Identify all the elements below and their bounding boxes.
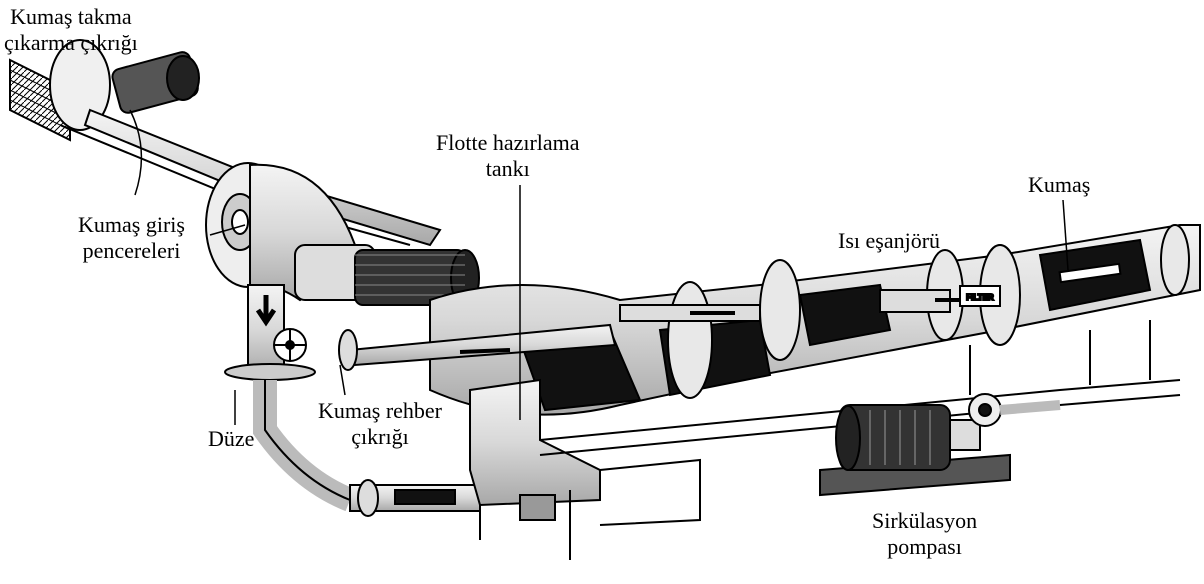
handwheel-valve (273, 328, 307, 362)
label-kumas-giris-line2: pencereleri (82, 238, 181, 263)
label-kumas-rehber-line2: çıkrığı (351, 424, 409, 449)
label-kumas-giris: Kumaş giriş pencereleri (78, 212, 185, 264)
label-kumas-line1: Kumaş (1028, 172, 1091, 197)
label-kumas-rehber-line1: Kumaş rehber (318, 398, 443, 423)
vertical-pipe (224, 284, 355, 512)
label-kumas-takma-line1: Kumaş takma (10, 4, 132, 29)
label-duze: Düze (208, 426, 254, 452)
label-kumas-giris-line1: Kumaş giriş (78, 212, 185, 237)
flotte-tank (469, 378, 601, 560)
label-flotte-tanki-line2: tankı (485, 156, 530, 181)
label-isi-esanjoru-line1: Isı eşanjörü (838, 228, 941, 253)
filter-tag: FILTER (966, 293, 994, 302)
label-kumas-takma-line2: çıkarma çıkrığı (4, 30, 138, 55)
label-duze-line1: Düze (208, 426, 255, 451)
label-flotte-tanki: Flotte hazırlama tankı (436, 130, 580, 182)
guide-reel-pipe (338, 323, 617, 371)
heat-exchanger-pipe: FILTER (619, 285, 1001, 322)
main-tube (429, 224, 1201, 416)
label-kumas-takma: Kumaş takma çıkarma çıkrığı (4, 4, 138, 56)
return-pipe (349, 479, 481, 517)
label-kumas-rehber: Kumaş rehber çıkrığı (318, 398, 442, 450)
label-sirkulasyon-line2: pompası (887, 534, 962, 559)
label-kumas: Kumaş (1028, 172, 1090, 198)
leader-lines (129, 109, 1069, 425)
label-sirkulasyon: Sirkülasyon pompası (872, 508, 977, 560)
entry-motor (294, 244, 480, 307)
label-flotte-tanki-line1: Flotte hazırlama (436, 130, 580, 155)
circulation-pump (819, 393, 1061, 497)
label-isi-esanjoru: Isı eşanjörü (838, 228, 940, 254)
label-sirkulasyon-line1: Sirkülasyon (872, 508, 978, 533)
